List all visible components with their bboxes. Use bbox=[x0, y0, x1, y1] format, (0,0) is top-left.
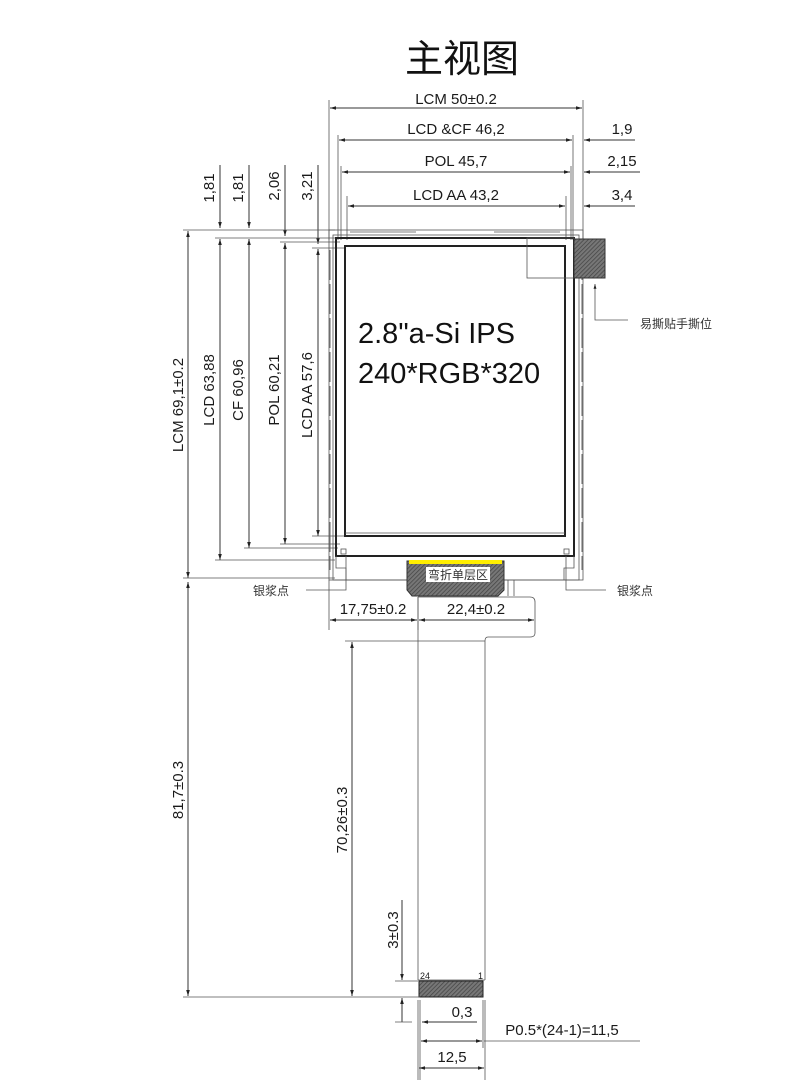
dim-offset-3-4: 3,4 bbox=[612, 187, 633, 204]
dim-offset-1-9: 1,9 bbox=[612, 121, 633, 138]
display-spec-line1: 2.8"a-Si IPS bbox=[358, 318, 515, 350]
pin-24-label: 24 bbox=[420, 971, 430, 981]
lcm-module: 易撕贴手撕位 2.8"a-Si IPS 240*RGB*320 bbox=[328, 229, 712, 581]
dim-lcd-cf-width: LCD &CF 46,2 bbox=[407, 121, 505, 138]
dim-tail-length: 70,26±0.3 bbox=[334, 787, 351, 854]
dim-cf-height: CF 60,96 bbox=[230, 359, 247, 421]
dim-pol-width: POL 45,7 bbox=[425, 153, 488, 170]
dim-tail-width: 12,5 bbox=[437, 1049, 466, 1066]
dim-total-length: 81,7±0.3 bbox=[170, 761, 187, 819]
bend-area-label: 弯折单层区 bbox=[428, 567, 488, 582]
dim-lcd-height: LCD 63,88 bbox=[201, 354, 218, 426]
gold-fingers bbox=[418, 980, 484, 998]
pin-1-label: 1 bbox=[478, 971, 483, 981]
tear-tab-label: 易撕贴手撕位 bbox=[640, 316, 712, 331]
display-spec-line2: 240*RGB*320 bbox=[358, 358, 540, 390]
dim-finger-length: 3±0.3 bbox=[385, 911, 402, 948]
dim-pitch: P0.5*(24-1)=11,5 bbox=[505, 1022, 619, 1039]
tear-tab bbox=[573, 238, 606, 279]
dim-lcd-aa-width: LCD AA 43,2 bbox=[413, 187, 499, 204]
dim-finger-edge: 0,3 bbox=[452, 1004, 473, 1021]
dim-fpc-offset: 17,75±0.2 bbox=[340, 601, 407, 618]
offset-2-06: 2,06 bbox=[266, 171, 283, 200]
horizontal-dimensions: LCM 50±0.2 LCD &CF 46,2 POL 45,7 LCD AA … bbox=[328, 91, 640, 240]
dim-offset-2-15: 2,15 bbox=[607, 153, 636, 170]
bend-highlight bbox=[409, 560, 502, 564]
dim-fpc-width: 22,4±0.2 bbox=[447, 601, 505, 618]
dim-lcm-height: LCM 69,1±0.2 bbox=[170, 358, 187, 452]
page-title: 主视图 bbox=[405, 37, 519, 81]
fpc: 弯折单层区 24 1 bbox=[406, 560, 536, 998]
dim-lcd-aa-height: LCD AA 57,6 bbox=[299, 352, 316, 438]
vertical-dimensions: LCM 69,1±0.2 LCD 63,88 CF 60,96 POL 60,2… bbox=[170, 231, 345, 579]
silver-paste-right-label: 银浆点 bbox=[617, 583, 653, 598]
silver-paste-left-label: 银浆点 bbox=[253, 583, 289, 598]
offset-3-21: 3,21 bbox=[299, 171, 316, 200]
dim-lcm-width: LCM 50±0.2 bbox=[415, 91, 497, 108]
offset-1-81-a: 1,81 bbox=[201, 173, 218, 202]
offset-1-81-b: 1,81 bbox=[230, 173, 247, 202]
dim-pol-height: POL 60,21 bbox=[266, 354, 283, 425]
top-vertical-offsets: 1,81 1,81 2,06 3,21 bbox=[183, 165, 345, 249]
silver-paste-annotations: 银浆点 银浆点 bbox=[253, 556, 653, 598]
fpc-dimensions: 17,75±0.2 22,4±0.2 81,7±0.3 70,26±0.3 3±… bbox=[170, 580, 640, 1080]
